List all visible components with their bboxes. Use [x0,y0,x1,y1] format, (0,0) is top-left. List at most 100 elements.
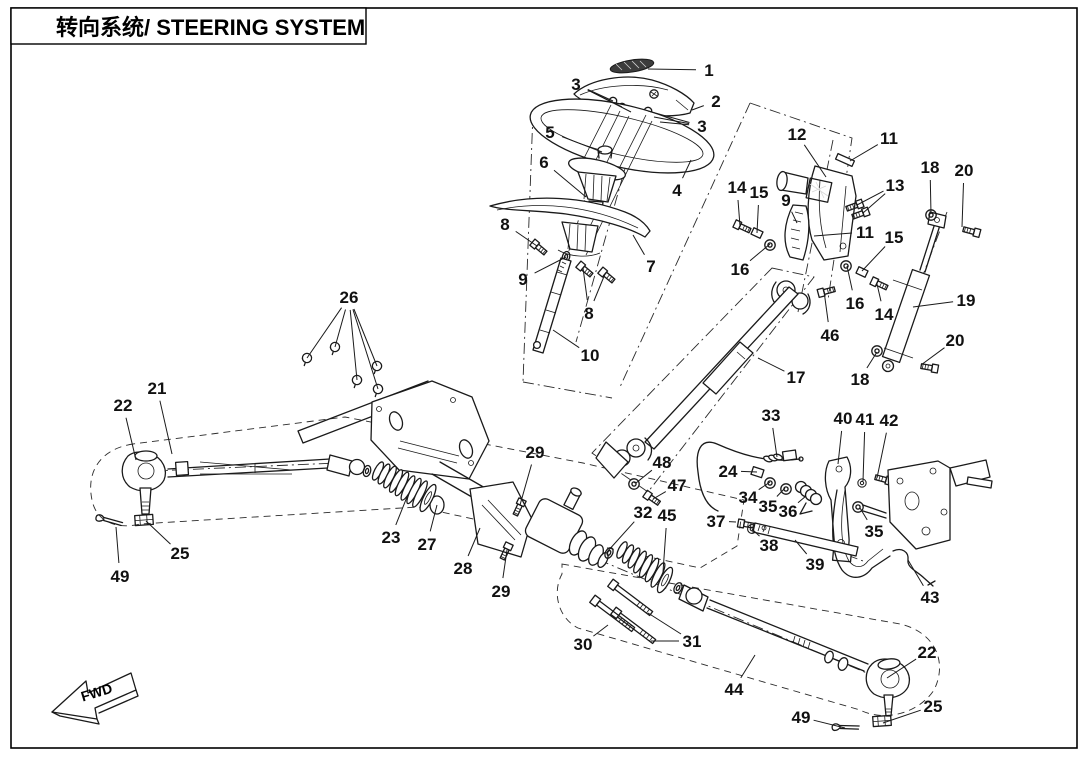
callout-14: 14 [728,178,747,197]
leader-line-13 [862,193,886,214]
leader-line-20 [920,347,945,366]
leader-line-4 [682,159,692,179]
callout-25: 25 [924,697,943,716]
callout-46: 46 [821,326,840,345]
leader-line-25 [882,709,921,724]
callout-42: 42 [880,411,899,430]
callout-32: 32 [634,503,653,522]
bolt-35-shaft [862,504,887,519]
leader-line-29 [502,549,508,579]
leader-line-16 [749,243,771,262]
leader-line-3 [587,88,614,102]
leader-line-41 [862,431,866,482]
callout-40: 40 [834,409,853,428]
leader-line-48 [635,469,653,484]
parking-lock-assembly [696,441,993,587]
callout-5: 5 [545,123,554,142]
title-box [10,7,367,45]
cable-clamp-24 [750,466,765,479]
leader-line-28 [467,527,481,557]
frame-bracket [297,340,493,505]
callout-37: 37 [707,512,726,531]
callout-23: 23 [382,528,401,547]
leader-line-13 [856,190,884,206]
leader-line-29 [519,464,532,506]
leader-line-6 [553,169,587,198]
fwd-arrow: FWD [51,672,139,725]
leader-line-8 [593,273,606,302]
callout-20: 20 [946,331,965,350]
leader-line-30 [593,624,609,637]
leader-line-35 [776,487,786,497]
callout-8: 8 [500,215,509,234]
leader-line-47 [652,491,667,500]
cable-33 [696,441,801,512]
leader-line-43 [907,559,924,587]
callout-25: 25 [171,544,190,563]
leader-line-25 [145,520,171,545]
leader-line-17 [757,357,785,372]
leader-line-49 [115,526,120,564]
leader-line-14 [737,199,741,227]
cable-end-spring [763,449,804,463]
callout-43: 43 [921,588,940,607]
right-inner-joint [678,584,709,612]
callout-49: 49 [111,567,130,586]
leader-line-9 [534,256,567,274]
callout-2: 2 [711,92,720,111]
frame-mount-bracket [887,459,993,550]
callout-4: 4 [672,181,682,200]
leader-line-24 [740,470,758,473]
leader-line-8 [582,267,588,301]
page-title: 转向系统/ STEERING SYSTEM [56,15,365,40]
callout-19: 19 [957,291,976,310]
callout-14: 14 [875,305,894,324]
pinion-housing [524,487,609,569]
callout-39: 39 [806,555,825,574]
leader-line-26 [334,309,346,348]
leader-line-15 [756,204,759,234]
callout-1: 1 [704,61,713,80]
strut-bottom-eye [881,359,895,373]
callout-18: 18 [851,370,870,389]
callout-35: 35 [759,497,778,516]
leader-line-8 [515,230,538,247]
pin-11 [834,152,856,168]
callout-18: 18 [921,158,940,177]
leader-line-3 [587,89,632,113]
lower-cover-dish [489,197,651,238]
leader-line-14 [876,283,882,302]
leader-line-26 [352,309,379,390]
leader-line-12 [803,144,827,178]
spring-36 [794,480,823,515]
horn-pad [609,58,655,74]
callout-29: 29 [526,443,545,462]
callout-35: 35 [865,522,884,541]
bellows-45 [616,541,674,594]
callout-9: 9 [518,270,527,289]
adjust-knob [776,170,833,203]
leader-line-31 [647,612,682,635]
callout-48: 48 [653,453,672,472]
leader-line-10 [552,329,580,349]
leader-line-9 [791,211,798,224]
callout-24: 24 [719,462,738,481]
intermediate-shaft [595,286,799,508]
rack-and-pinion [94,450,910,733]
callout-34: 34 [739,488,758,507]
leader-line-35 [859,507,868,521]
callout-9: 9 [781,191,790,210]
leader-line-49 [813,719,846,729]
leader-line-33 [772,427,778,458]
leader-line-26 [353,308,378,367]
callout-22: 22 [918,643,937,662]
callout-15: 15 [885,228,904,247]
leader-line-16 [846,265,853,291]
callout-41: 41 [856,410,875,429]
callout-33: 33 [762,406,781,425]
callout-12: 12 [788,125,807,144]
leader-line-39 [794,539,808,555]
callout-7: 7 [646,257,655,276]
leader-line-2 [691,105,704,111]
